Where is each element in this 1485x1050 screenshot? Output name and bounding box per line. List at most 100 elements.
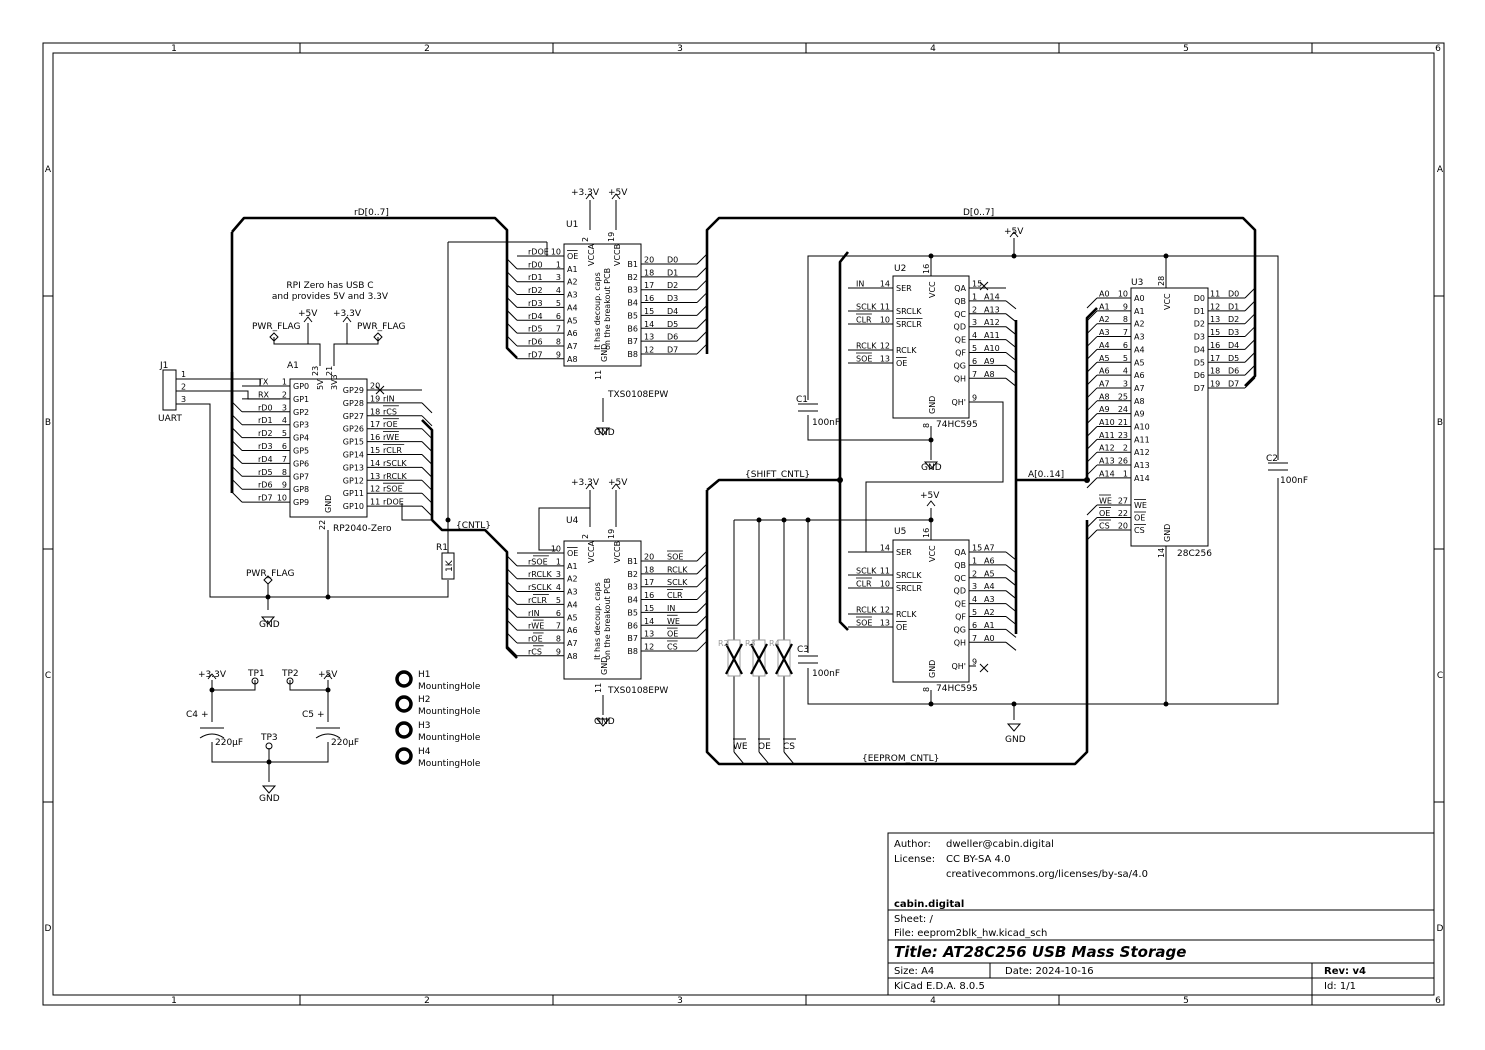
u4-value: TXS0108EPW	[607, 686, 668, 696]
h4-value: MountingHole	[418, 759, 481, 769]
a1-right-net-1: rIN	[383, 394, 395, 403]
u1-right-pin-name-6: B7	[627, 337, 638, 346]
decoupling-notes: It has decoup. caps on the breakout PCB …	[593, 268, 612, 660]
u2-5v-label: +5V	[1004, 227, 1024, 237]
u5-right-pin-name-1: QB	[954, 561, 966, 570]
u3-left-entry-8	[1086, 400, 1098, 412]
u2-left-pin-num-2: 10	[880, 316, 890, 325]
u3-ctrl-entry-1	[1086, 517, 1098, 528]
a1-right-pin-name-3: GP26	[343, 425, 364, 434]
frame-col-5: 5	[1183, 44, 1189, 54]
a1-right-pin-num-2: 18	[370, 407, 380, 416]
u3-right-pin-name-6: D6	[1194, 371, 1205, 380]
u2-right-pin-name-3: QD	[954, 323, 966, 332]
u3-ref: U3	[1131, 278, 1143, 288]
a1-right-entry-3	[421, 428, 433, 440]
u4-vccb-name: VCCB	[613, 541, 622, 563]
u1-left-pin-name-5: A5	[567, 316, 578, 325]
u3-right-entry-0	[1244, 287, 1256, 299]
u1-left-pin-num-0: 10	[551, 248, 561, 257]
u3-left-net-12: A12	[1099, 444, 1115, 453]
u3-left-pin-num-2: 8	[1123, 315, 1128, 324]
frame-row-right-C: C	[1437, 671, 1443, 681]
nc-markers	[375, 281, 989, 673]
r2-ref: R2	[718, 639, 729, 648]
u4-left-pin-name-6: A6	[567, 626, 578, 635]
u3-left-entry-5	[1086, 361, 1098, 373]
u3-left-pin-name-4: A4	[1134, 345, 1145, 354]
u5-left-net-4: SOE	[856, 619, 872, 628]
u4-left-pin-name-3: A3	[567, 588, 578, 597]
c4-ref: C4	[186, 710, 198, 720]
frame-col-bottom-4: 4	[930, 996, 936, 1006]
u1-right-pin-name-4: B5	[627, 311, 638, 320]
power-symbols	[207, 193, 1022, 794]
u4-right-net-6: OE	[667, 630, 678, 639]
u4-left-pin-name-0: OE	[567, 549, 578, 558]
tb-rev: Rev: v4	[1324, 966, 1366, 977]
bl-5v-label: +5V	[318, 670, 338, 680]
u3-left-pin-name-1: A1	[1134, 307, 1145, 316]
u1-right-pin-name-7: B8	[627, 350, 638, 359]
u5-right-entry-1	[1005, 564, 1017, 574]
a1-left-entry-7	[231, 465, 243, 477]
u4-right-pin-num-2: 17	[644, 578, 654, 587]
a1-left-pin-name-6: GP6	[293, 459, 309, 468]
u5-left-pin-num-1: 11	[880, 567, 890, 576]
u3-left-entry-10	[1086, 426, 1098, 437]
decoup-note-u1-line2: on the breakout PCB	[603, 268, 612, 350]
u3-left-pin-num-6: 4	[1123, 367, 1128, 376]
u1-left-net-6: rD5	[528, 325, 543, 334]
u1-left-entry-3	[506, 297, 518, 308]
h1-ref: H1	[418, 670, 431, 680]
gnd-u1-label: GND	[594, 428, 615, 438]
bus-label-addr: A[0..14]	[1028, 470, 1064, 480]
tb-license-url: creativecommons.org/licenses/by-sa/4.0	[946, 869, 1148, 880]
u1-33v-label: +3.3V	[571, 188, 600, 198]
u1-left-pin-name-1: A1	[567, 265, 578, 274]
u1-right-pin-num-0: 20	[644, 256, 654, 265]
u4-left-pin-num-6: 7	[556, 622, 561, 631]
u4-right-pin-num-1: 18	[644, 565, 654, 574]
a1-right-pin-num-5: 15	[370, 446, 380, 455]
u1-vccb-name: VCCB	[613, 244, 622, 266]
u5-right-pin-num-3: 3	[972, 582, 977, 591]
u2-right-pin-name-0: QA	[954, 284, 966, 293]
u5-right-net-3: A4	[984, 582, 995, 591]
u2-left-pin-num-1: 11	[880, 303, 890, 312]
u3-ctrl-net-1: OE	[1099, 509, 1110, 518]
u4-left-entry-0	[506, 555, 518, 567]
u3-left-net-10: A10	[1099, 418, 1115, 427]
u3-left-net-3: A3	[1099, 328, 1110, 337]
c2-value: 100nF	[1280, 476, 1308, 486]
u3-left-pin-num-8: 25	[1118, 392, 1128, 401]
u1-left-entry-7	[506, 348, 518, 360]
a1-top-name-0: 5V	[316, 379, 325, 390]
u5-right-entry-5	[1005, 616, 1017, 625]
u4-right-pin-name-3: B4	[627, 596, 638, 605]
a1-left-net-0: TX	[257, 378, 269, 387]
u3-right-pin-num-7: 19	[1210, 379, 1220, 388]
j1-ref: J1	[159, 361, 168, 371]
u1-left-pin-name-4: A4	[567, 303, 578, 312]
gnd-u5-label: GND	[1005, 735, 1026, 745]
a1-right-pin-name-6: GP13	[343, 463, 364, 472]
u1-right-entry-3	[696, 292, 708, 303]
u3-right-pin-num-5: 17	[1210, 354, 1220, 363]
a1-right-pin-name-5: GP14	[343, 451, 364, 460]
a1-right-pin-num-6: 14	[370, 459, 380, 468]
u1-right-pin-name-3: B4	[627, 299, 638, 308]
u3-left-pin-num-11: 23	[1118, 431, 1128, 440]
u2-right-entry-5	[1005, 352, 1017, 361]
u4-vccb-num: 19	[607, 529, 616, 539]
frame-row-right-B: B	[1437, 418, 1443, 428]
u4-left-pin-num-8: 9	[556, 647, 561, 656]
a1-left-pin-name-1: GP1	[293, 395, 309, 404]
u3-right-pin-name-5: D5	[1194, 358, 1205, 367]
u5-right-net-0: A7	[984, 544, 995, 553]
u5-right-entry-4	[1005, 603, 1017, 612]
test-points	[251, 677, 294, 750]
a1-right-entry-2	[421, 415, 433, 427]
u3-left-entry-11	[1086, 438, 1098, 450]
